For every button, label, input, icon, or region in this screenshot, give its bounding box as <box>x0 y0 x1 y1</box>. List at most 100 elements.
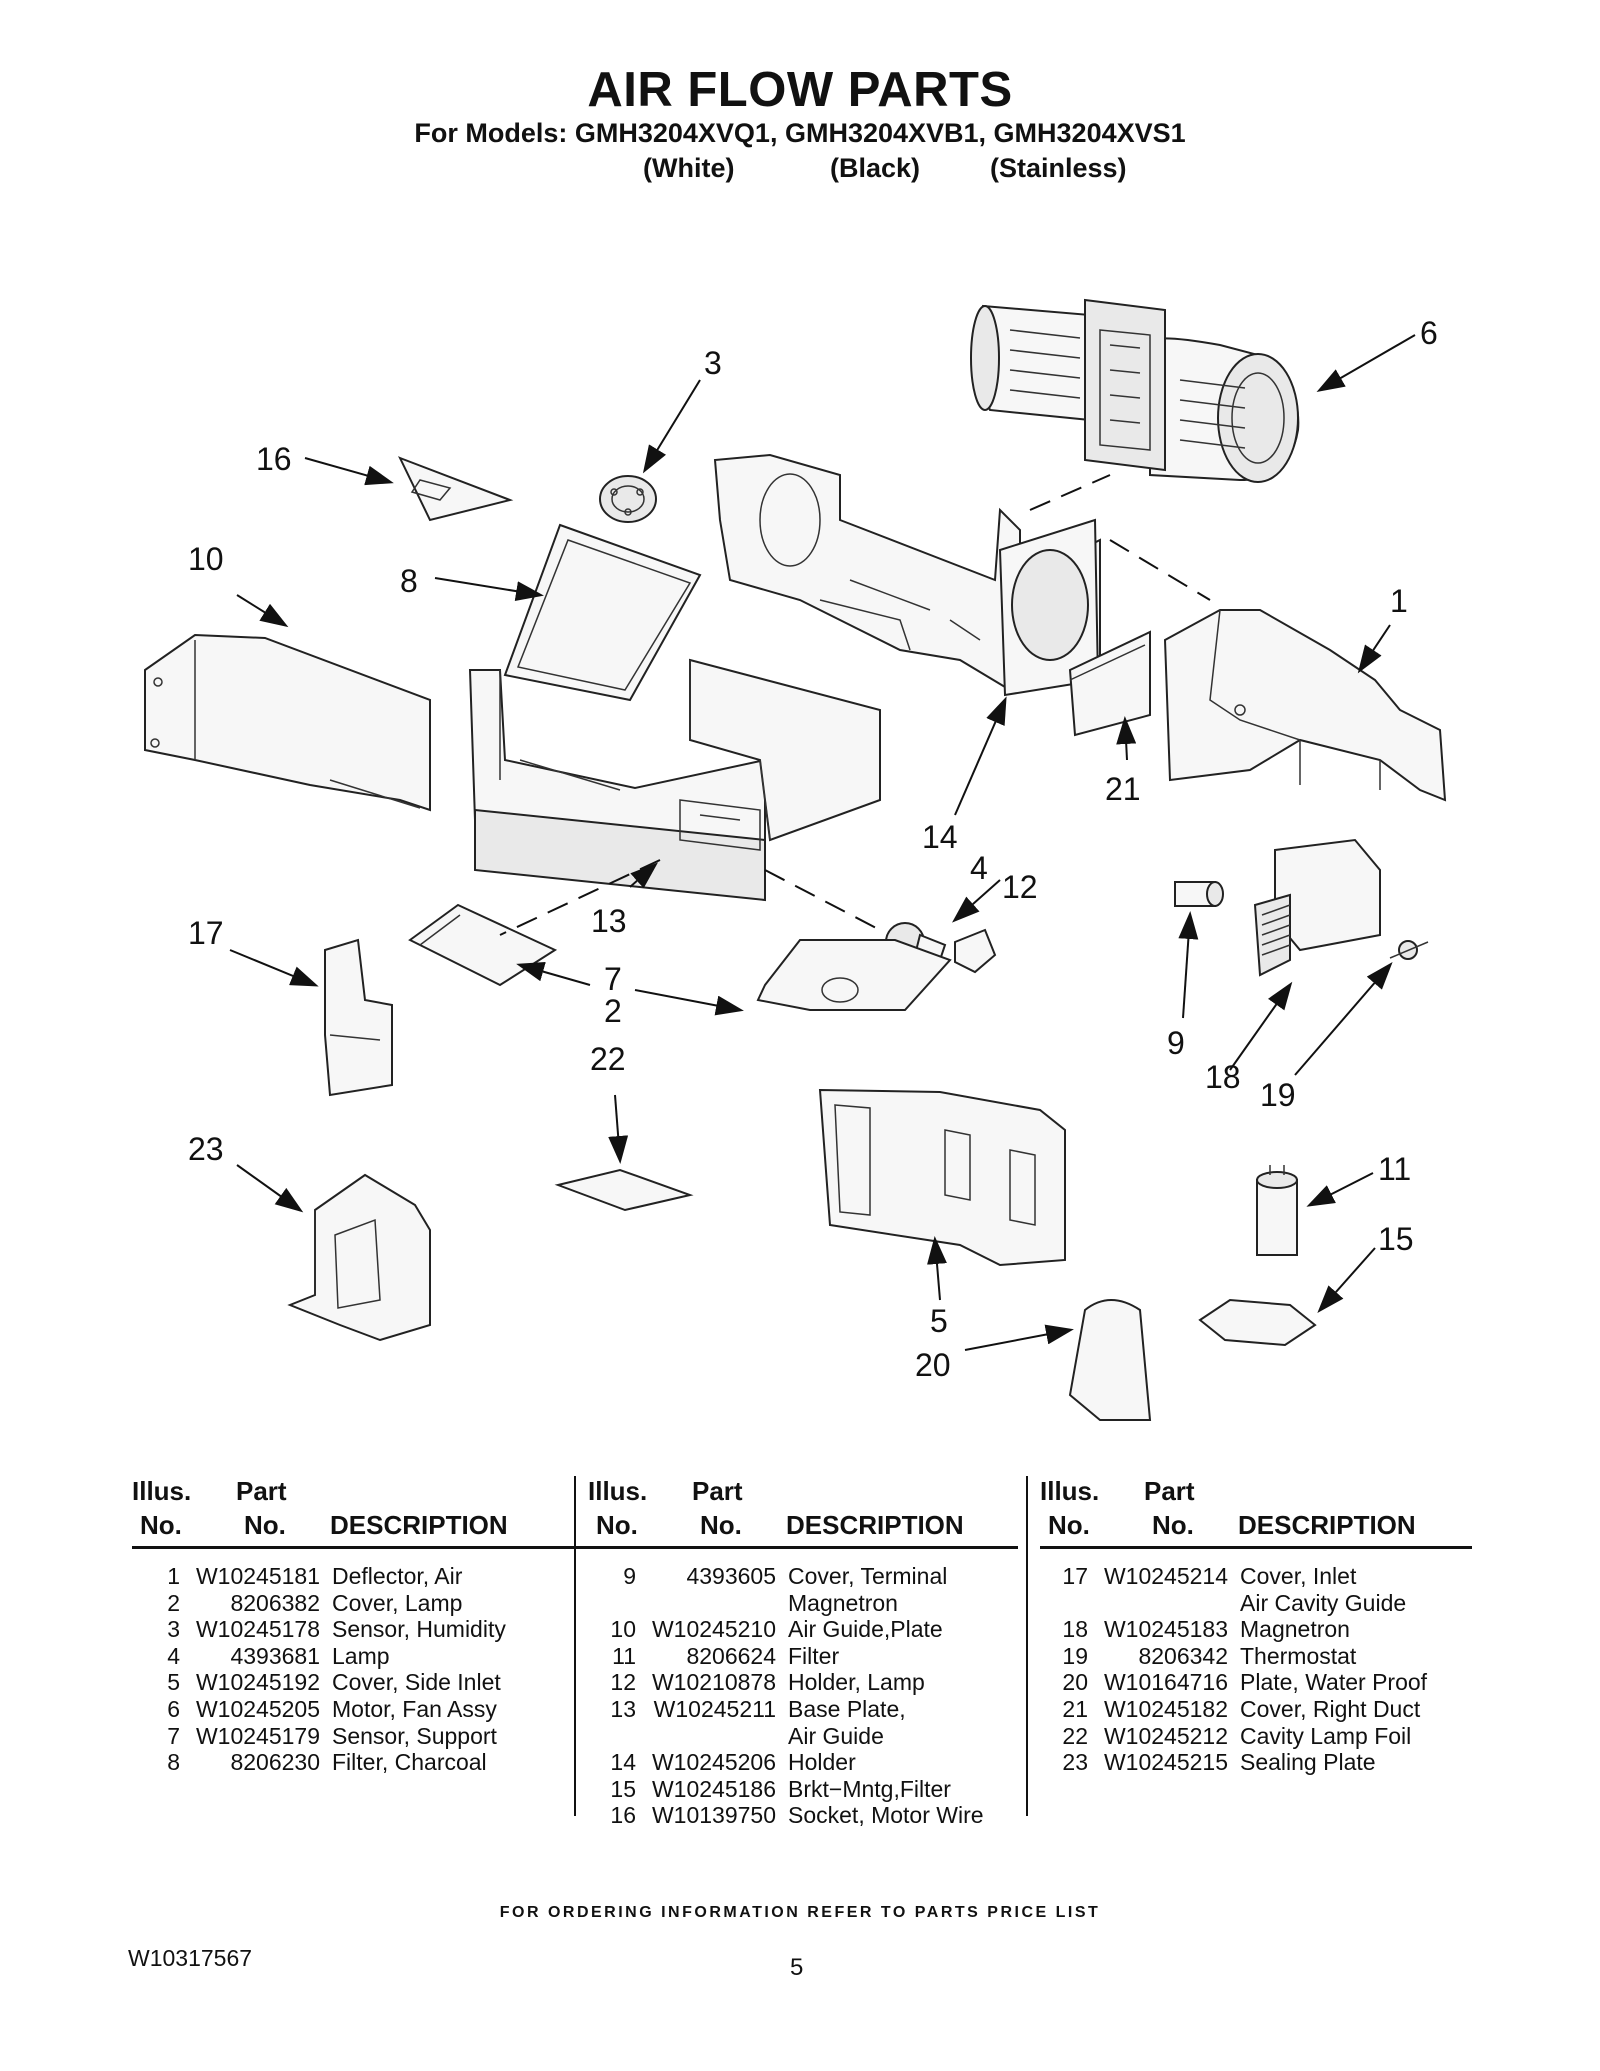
part-description: Sensor, Humidity <box>332 1616 506 1643</box>
illus-number: 4 <box>167 1642 180 1669</box>
part-description: Cavity Lamp Foil <box>1240 1722 1412 1749</box>
illus-number: 3 <box>167 1616 180 1643</box>
callout-1: 1 <box>1390 583 1408 619</box>
callout-20: 20 <box>915 1347 951 1383</box>
variant-white: (White) <box>643 153 735 183</box>
header-part: Part <box>692 1476 743 1506</box>
document-number: W10317567 <box>128 1945 253 1971</box>
part-number: 8206382 <box>230 1589 320 1616</box>
part-description: Cover, Right Duct <box>1240 1695 1421 1722</box>
part-description: Lamp <box>332 1642 390 1669</box>
illus-number: 7 <box>167 1722 180 1749</box>
part-description: Motor, Fan Assy <box>332 1695 497 1722</box>
part-16-socket-motor-wire <box>398 456 514 522</box>
callout-6: 6 <box>1420 315 1438 351</box>
part-description: Filter <box>788 1642 840 1669</box>
header-illus-no: No. <box>596 1510 638 1540</box>
part-1-deflector-air <box>1163 609 1447 802</box>
illus-number: 8 <box>167 1749 180 1776</box>
part-number: W10245205 <box>195 1695 320 1722</box>
part-22-cavity-lamp-foil <box>554 1168 694 1212</box>
table-row: 4 4393681 Lamp <box>132 1643 588 1670</box>
illus-number: 17 <box>1062 1563 1088 1589</box>
illus-number: 15 <box>610 1775 636 1802</box>
callout-11: 11 <box>1378 1151 1411 1187</box>
column-divider <box>574 1476 576 1816</box>
part-number: W10139750 <box>651 1802 776 1829</box>
table-row: Air Cavity Guide <box>1040 1590 1472 1617</box>
part-number: 4393681 <box>230 1642 320 1669</box>
part-9-cover-terminal <box>1174 881 1224 907</box>
part-12-holder-lamp <box>954 928 997 974</box>
part-23-sealing-plate <box>287 1173 431 1342</box>
part-number: W10245192 <box>195 1669 320 1696</box>
part-description: Filter, Charcoal <box>332 1749 487 1776</box>
part-number: W10245215 <box>1103 1749 1228 1776</box>
part-19-thermostat <box>1389 940 1429 960</box>
table-row: 20 W10164716 Plate, Water Proof <box>1040 1669 1472 1696</box>
part-3-humidity-sensor <box>599 475 657 523</box>
table-header: Illus. No. Part No. DESCRIPTION <box>588 1476 1018 1549</box>
part-18-magnetron <box>1253 838 1381 977</box>
table-row: 14 W10245206 Holder <box>588 1749 1018 1776</box>
part-number: W10164716 <box>1103 1669 1228 1696</box>
table-header: Illus. No. Part No. DESCRIPTION <box>1040 1476 1472 1549</box>
illus-number: 14 <box>610 1749 636 1776</box>
callout-19: 19 <box>1260 1077 1296 1113</box>
part-description: Cover, Terminal <box>788 1563 948 1589</box>
part-description: Sensor, Support <box>332 1722 497 1749</box>
callout-13: 13 <box>591 903 627 939</box>
part-number: 8206230 <box>230 1749 320 1776</box>
part-description: Cover, Lamp <box>332 1589 463 1616</box>
callout-16: 16 <box>256 441 292 477</box>
part-description: Magnetron <box>1240 1616 1350 1643</box>
header-illus-no: No. <box>140 1510 182 1540</box>
table-row: Magnetron <box>588 1590 1018 1617</box>
part-description: Air Guide,Plate <box>788 1616 943 1643</box>
header-part-no: No. <box>244 1510 286 1540</box>
illus-number: 20 <box>1062 1669 1088 1696</box>
part-6-motor-fan-assy <box>970 298 1300 483</box>
column-divider <box>1026 1476 1028 1816</box>
part-description: Holder <box>788 1749 856 1776</box>
illus-number: 13 <box>610 1695 636 1722</box>
part-number: W10245206 <box>651 1749 776 1776</box>
illus-number: 22 <box>1062 1722 1088 1749</box>
part-number: W10245212 <box>1103 1722 1228 1749</box>
header-description: DESCRIPTION <box>1238 1510 1416 1540</box>
callout-9: 9 <box>1167 1025 1185 1061</box>
part-number: W10245178 <box>195 1616 320 1643</box>
part-11-filter <box>1256 1165 1298 1256</box>
page-number: 5 <box>790 1954 804 1981</box>
part-description: Plate, Water Proof <box>1240 1669 1428 1696</box>
part-number: W10245211 <box>653 1695 776 1722</box>
part-description: Holder, Lamp <box>788 1669 925 1696</box>
part-20-plate-water-proof <box>1068 1299 1152 1421</box>
variant-stainless: (Stainless) <box>990 153 1127 183</box>
variant-black: (Black) <box>830 153 921 183</box>
callout-18: 18 <box>1205 1059 1241 1095</box>
header-illus: Illus. <box>132 1476 192 1506</box>
callout-23: 23 <box>188 1131 224 1167</box>
callout-22: 22 <box>590 1041 626 1077</box>
part-description: Brkt−Mntg,Filter <box>788 1775 951 1802</box>
header-illus: Illus. <box>1040 1476 1100 1506</box>
illus-number: 9 <box>623 1563 636 1589</box>
callout-14: 14 <box>922 819 958 855</box>
illus-number: 11 <box>612 1642 636 1669</box>
part-description: Cover, Inlet <box>1240 1563 1357 1589</box>
part-7-sensor-support <box>756 939 952 1011</box>
part-number: W10245182 <box>1103 1695 1228 1722</box>
part-number: 8206342 <box>1138 1642 1228 1669</box>
part-8-charcoal-filter <box>503 523 702 702</box>
